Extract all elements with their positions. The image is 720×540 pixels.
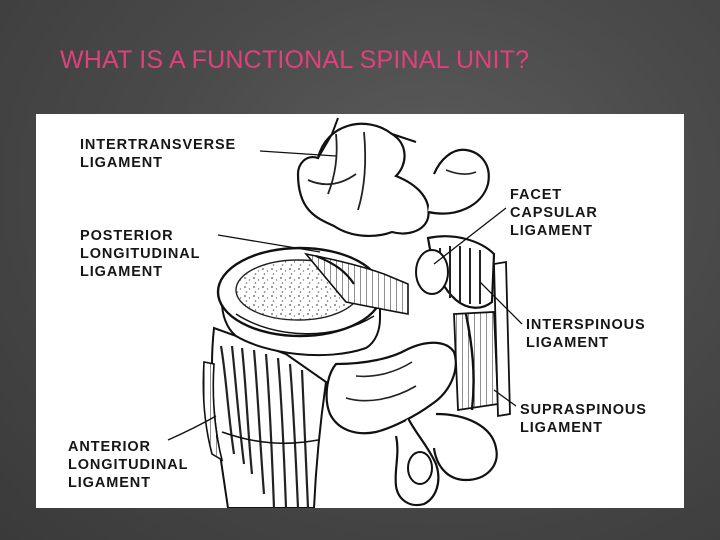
posterior-longitudinal-ligament-label: POSTERIOR LONGITUDINAL LIGAMENT	[80, 228, 201, 280]
posterior-ligament-region	[303, 252, 409, 315]
anterior-longitudinal-band	[202, 361, 224, 462]
lower-vertebral-body	[211, 326, 328, 508]
spine-illustration	[167, 117, 523, 508]
label-leader-lines	[167, 150, 523, 441]
slide-title: WHAT IS A FUNCTIONAL SPINAL UNIT?	[60, 46, 530, 74]
facet-joint	[415, 235, 496, 309]
lower-vertebra	[325, 341, 498, 507]
intertransverse-ligament-label: INTERTRANSVERSE LIGAMENT	[80, 137, 237, 171]
supraspinous-ligament-label: SUPRASPINOUS LIGAMENT	[520, 402, 647, 436]
anterior-longitudinal-ligament-label: ANTERIOR LONGITUDINAL LIGAMENT	[68, 439, 189, 491]
spine-diagram-panel: INTERTRANSVERSE LIGAMENT POSTERIOR LONGI…	[36, 114, 684, 508]
interspinous-ligament-label: INTERSPINOUS LIGAMENT	[526, 317, 646, 351]
facet-capsular-ligament-label: FACET CAPSULAR LIGAMENT	[510, 187, 598, 239]
upper-vertebra	[296, 117, 490, 238]
